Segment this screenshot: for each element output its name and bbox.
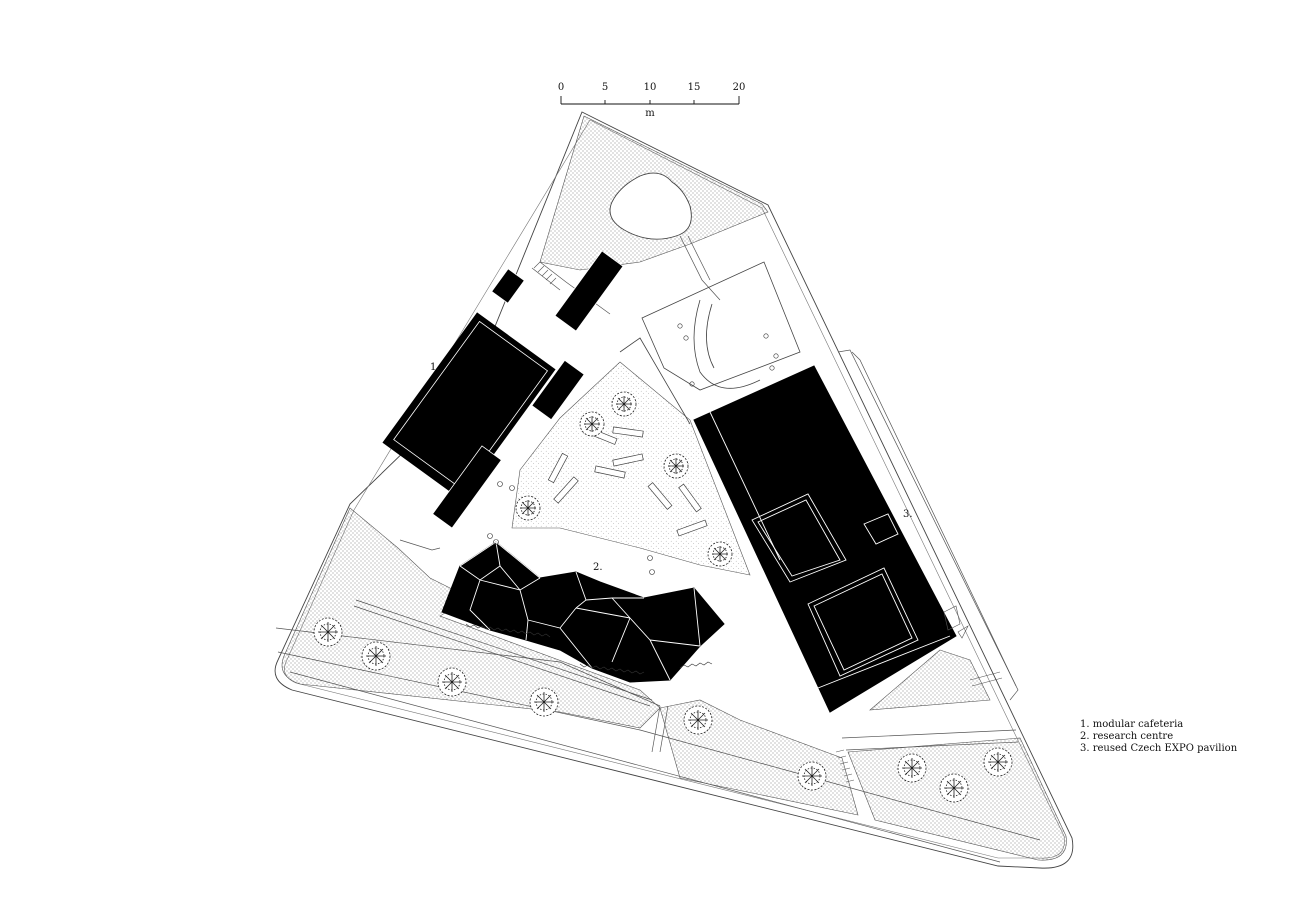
pavilion-garden	[869, 649, 991, 711]
scale-unit-label: m	[645, 108, 655, 119]
tree-icon	[361, 641, 391, 671]
building-3-expo-pavilion	[693, 365, 957, 713]
cafeteria-module-e	[531, 359, 585, 421]
tree-icon	[313, 617, 343, 647]
court-benches	[547, 426, 708, 537]
scale-bar: 0 5 10 15 20 m	[558, 82, 746, 119]
building-2-research-centre	[441, 541, 725, 683]
scale-tick-label: 20	[733, 82, 746, 93]
tree-icon	[579, 411, 605, 437]
callout-building-3: 3.	[903, 509, 913, 520]
shrubs	[465, 323, 779, 675]
legend-item: 2. research centre	[1080, 731, 1174, 742]
cafeteria-module-n	[554, 250, 624, 332]
cafeteria-module-se	[432, 445, 502, 529]
legend-item: 3. reused Czech EXPO pavilion	[1080, 743, 1238, 754]
tree-icon	[897, 753, 927, 783]
scale-tick-label: 5	[602, 82, 608, 93]
tree-icon	[983, 747, 1013, 777]
cafeteria-main	[382, 312, 556, 500]
tree-icon	[515, 495, 541, 521]
stairs	[533, 261, 1003, 783]
tree-icon	[707, 541, 733, 567]
tree-icon	[939, 773, 969, 803]
scale-tick-label: 15	[688, 82, 701, 93]
callout-building-1: 1.	[430, 362, 440, 373]
central-court	[511, 361, 751, 576]
legend-item: 1. modular cafeteria	[1080, 719, 1184, 730]
drop-off-area	[619, 261, 801, 425]
tree-icon	[663, 453, 689, 479]
cafeteria-module-nw	[491, 268, 525, 304]
scale-tick-label: 10	[644, 82, 657, 93]
legend: 1. modular cafeteria 2. research centre …	[1080, 719, 1237, 755]
trees	[313, 391, 1013, 803]
callout-building-2: 2.	[593, 562, 603, 573]
tree-icon	[683, 705, 713, 735]
paths	[275, 235, 1041, 863]
tree-icon	[611, 391, 637, 417]
building-1-cafeteria	[382, 250, 624, 529]
scale-tick-label: 0	[558, 82, 564, 93]
tree-icon	[529, 687, 559, 717]
tree-icon	[797, 761, 827, 791]
tree-icon	[437, 667, 467, 697]
pond	[609, 172, 692, 240]
